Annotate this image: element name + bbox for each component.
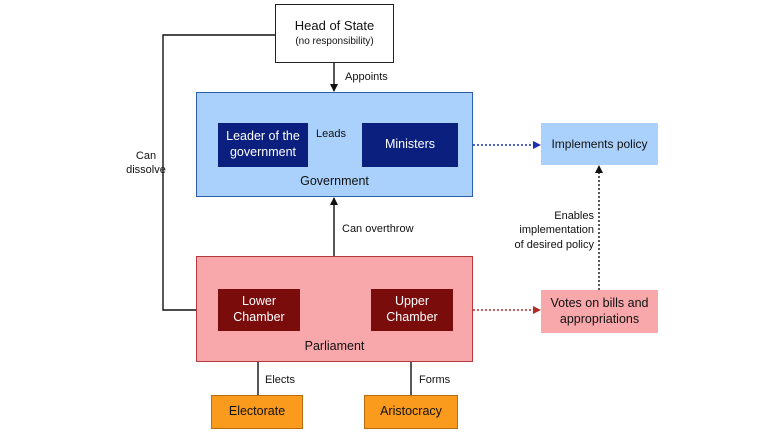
upper-chamber-line-1: Upper: [394, 294, 430, 309]
head-of-state-box: Head of State (no responsibility): [275, 4, 394, 63]
can-dissolve-label: Can dissolve: [118, 149, 174, 178]
leader-label-line-1: Leader of the: [226, 129, 300, 144]
leader-label-line-2: government: [229, 145, 296, 159]
elects-label: Elects: [265, 374, 295, 386]
lower-chamber-line-2: Chamber: [233, 310, 285, 324]
implements-policy-box: Implements policy: [541, 123, 658, 165]
electorate-label: Electorate: [228, 404, 286, 419]
head-of-state-title: Head of State: [294, 18, 375, 34]
forms-label: Forms: [419, 374, 451, 386]
implements-policy-label: Implements policy: [551, 136, 648, 151]
can-dissolve-arrow: [162, 34, 275, 314]
ministers-label: Ministers: [384, 137, 435, 152]
upper-chamber-line-2: Chamber: [386, 310, 438, 324]
parliament-label: Parliament: [304, 339, 365, 354]
votes-line-2: appropriations: [559, 311, 640, 326]
enables-label: Enables implementation of desired policy: [496, 209, 595, 252]
upper-chamber-box: Upper Chamber: [371, 289, 453, 331]
enables-line-1: Enables: [554, 210, 594, 222]
electorate-box: Electorate: [211, 395, 303, 429]
votes-box: Votes on bills and appropriations: [541, 290, 658, 333]
ministers-box: Ministers: [362, 123, 458, 167]
aristocracy-box: Aristocracy: [364, 395, 458, 429]
enables-line-3: of desired policy: [514, 238, 595, 251]
lower-chamber-line-1: Lower: [241, 294, 277, 309]
votes-line-1: Votes on bills and: [550, 295, 649, 310]
lower-chamber-box: Lower Chamber: [218, 289, 300, 331]
head-of-state-subtitle: (no responsibility): [295, 36, 374, 48]
appoints-label: Appoints: [345, 71, 388, 83]
can-dissolve-line-1: Can: [135, 150, 157, 162]
can-overthrow-label: Can overthrow: [342, 223, 414, 235]
can-dissolve-line-2: dissolve: [126, 164, 166, 177]
leader-of-government-box: Leader of the government: [218, 123, 308, 167]
aristocracy-label: Aristocracy: [380, 404, 442, 419]
government-label: Government: [300, 174, 369, 189]
enables-line-2: implementation: [519, 224, 594, 237]
leads-label: Leads: [316, 128, 346, 140]
